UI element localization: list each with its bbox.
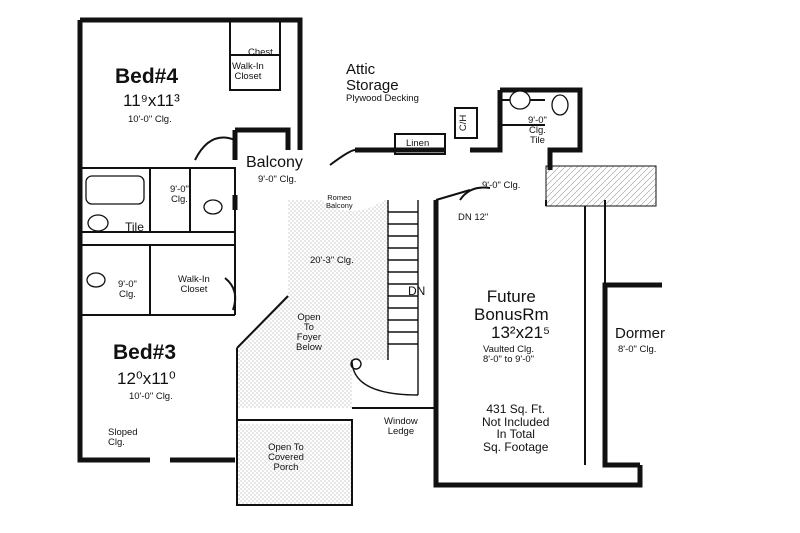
gable-hatch — [545, 165, 657, 207]
bonus-room-size: 13²x21⁵ — [491, 323, 551, 342]
fixtures — [85, 90, 569, 288]
open-to-porch-area — [237, 424, 352, 504]
bonus-room-ceiling: Vaulted Clg. 8'-0" to 9'-0" — [483, 344, 535, 365]
dormer-name: Dormer — [615, 325, 666, 342]
sloped-clg-label: Sloped Clg. — [108, 427, 138, 448]
staircase — [350, 200, 419, 396]
window-ledge-label: Window Ledge — [384, 416, 418, 437]
bed3-size: 12⁰x11⁰ — [117, 369, 176, 388]
bath-3-label: 9'-0" Clg. Tile — [528, 115, 547, 146]
balcony-ceiling: 9'-0" Clg. — [258, 174, 297, 185]
chest-label: Chest — [248, 47, 273, 58]
dn-step-label: DN 12" — [458, 212, 489, 223]
ch-label: C/H — [458, 114, 470, 132]
stairs-dn-label: DN — [408, 284, 426, 298]
open-to-foyer-area — [237, 200, 388, 408]
walkin-closet-1-label: Walk-In Closet — [232, 61, 264, 82]
tile-1-label: Tile — [125, 220, 144, 234]
bed4-size: 11⁹x11³ — [123, 91, 180, 110]
bed4-name: Bed#4 — [115, 65, 179, 88]
bath-2-ceiling: 9'-0" Clg. — [118, 279, 137, 300]
bath-1-ceiling: 9'-0" Clg. — [170, 184, 189, 205]
open-to-foyer-label: Open To Foyer Below — [296, 312, 322, 353]
open-to-porch-label: Open To Covered Porch — [268, 442, 304, 473]
walkin-closet-2-label: Walk-In Closet — [178, 274, 210, 295]
exterior-walls — [77, 17, 662, 488]
bonus-room-note: 431 Sq. Ft. Not Included In Total Sq. Fo… — [482, 402, 550, 454]
hall-ceiling: 9'-0" Clg. — [482, 180, 521, 191]
plywood-label: Plywood Decking — [346, 93, 419, 104]
bed4-ceiling: 10'-0" Clg. — [128, 114, 172, 125]
romeo-balcony-label: Romeo Balcony — [326, 193, 353, 210]
balcony-name: Balcony — [246, 154, 303, 171]
bed3-ceiling: 10'-0" Clg. — [129, 391, 173, 402]
open-space-ceiling: 20'-3" Clg. — [310, 255, 354, 266]
attic-storage-label: Attic Storage — [346, 61, 399, 94]
linen-label: Linen — [406, 138, 430, 149]
dormer-ceiling: 8'-0" Clg. — [618, 344, 657, 355]
bed3-name: Bed#3 — [113, 341, 177, 364]
bonus-room-name: Future BonusRm — [474, 287, 549, 324]
